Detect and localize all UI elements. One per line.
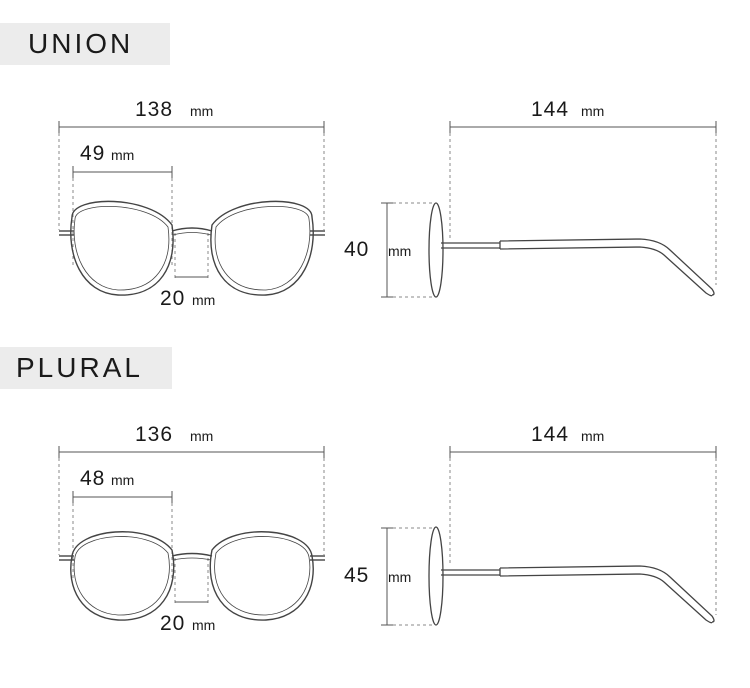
total-width-value: 138 [135, 98, 173, 121]
temple-length-unit: mm [581, 103, 604, 119]
glasses-front-view [59, 531, 325, 621]
lens-width-value: 49 [80, 142, 105, 165]
total-width-unit: mm [190, 428, 213, 444]
total-width-unit: mm [190, 103, 213, 119]
temple-length-value: 144 [531, 98, 569, 121]
lens-width-value: 48 [80, 467, 105, 490]
lens-height-value: 40 [344, 238, 369, 261]
lens-height-unit: mm [388, 569, 411, 585]
model-name: UNION [28, 28, 134, 59]
model-name: PLURAL [16, 352, 143, 383]
bridge-value: 20 [160, 612, 185, 635]
total-width-value: 136 [135, 423, 173, 446]
glasses-front-view [59, 200, 325, 296]
lens-height-value: 45 [344, 564, 369, 587]
lens-height-unit: mm [388, 243, 411, 259]
plural-diagram: 136 mm 48 mm 20 mm 144 mm 45 mm [58, 423, 717, 635]
temple-length-unit: mm [581, 428, 604, 444]
bridge-unit: mm [192, 292, 215, 308]
bridge-value: 20 [160, 287, 185, 310]
model-label-plural: PLURAL [0, 347, 172, 389]
temple-length-value: 144 [531, 423, 569, 446]
bridge-unit: mm [192, 617, 215, 633]
glasses-side-view [428, 526, 715, 626]
model-label-union: UNION [0, 23, 170, 65]
union-diagram: 138 mm 49 mm 20 mm 144 mm 40 mm [58, 98, 717, 310]
lens-width-unit: mm [111, 147, 134, 163]
lens-width-unit: mm [111, 472, 134, 488]
glasses-side-view [428, 202, 715, 298]
